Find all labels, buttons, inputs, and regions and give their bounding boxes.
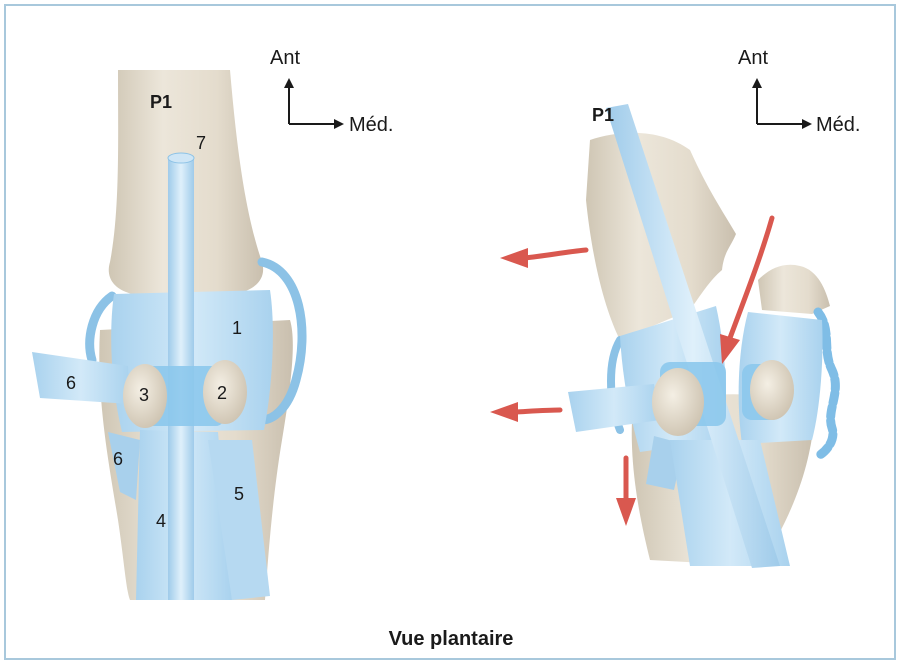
- right-sesamoid-medial: [750, 360, 794, 420]
- right-arrow-icon: [334, 119, 344, 129]
- arrow-left-icon: [516, 410, 560, 412]
- arrow-down-head-icon: [616, 498, 636, 526]
- right-med-label: Méd.: [816, 114, 860, 136]
- up-arrow-icon: [752, 78, 762, 88]
- label-6-lower: 6: [113, 449, 123, 469]
- right-sesamoid-lateral: [652, 368, 704, 436]
- right-arrow-icon: [802, 119, 812, 129]
- left-ant-label: Ant: [270, 47, 300, 69]
- right-anatomy: [568, 104, 835, 568]
- right-ant-label: Ant: [738, 47, 768, 69]
- figure-caption: Vue plantaire: [389, 628, 514, 650]
- right-labels: P1: [592, 105, 614, 125]
- arrow-left-head-icon: [490, 402, 518, 422]
- left-orientation: Ant Méd.: [270, 47, 393, 136]
- label-4: 4: [156, 511, 166, 531]
- left-anatomy: [32, 70, 302, 600]
- label-6-upper: 6: [66, 373, 76, 393]
- label-2: 2: [217, 383, 227, 403]
- right-p1-label: P1: [592, 105, 614, 125]
- arrow-left-icon: [524, 250, 586, 258]
- label-1: 1: [232, 318, 242, 338]
- right-orientation: Ant Méd.: [738, 47, 860, 136]
- arrow-left-head-icon: [500, 248, 528, 268]
- up-arrow-icon: [284, 78, 294, 88]
- right-fragment-bone: [758, 265, 830, 314]
- label-3: 3: [139, 385, 149, 405]
- arrow-down-left-head-icon: [720, 334, 740, 364]
- left-tendon-7-cap: [168, 153, 194, 163]
- label-5: 5: [234, 484, 244, 504]
- left-med-label: Méd.: [349, 114, 393, 136]
- left-p1-label: P1: [150, 92, 172, 112]
- label-7: 7: [196, 133, 206, 153]
